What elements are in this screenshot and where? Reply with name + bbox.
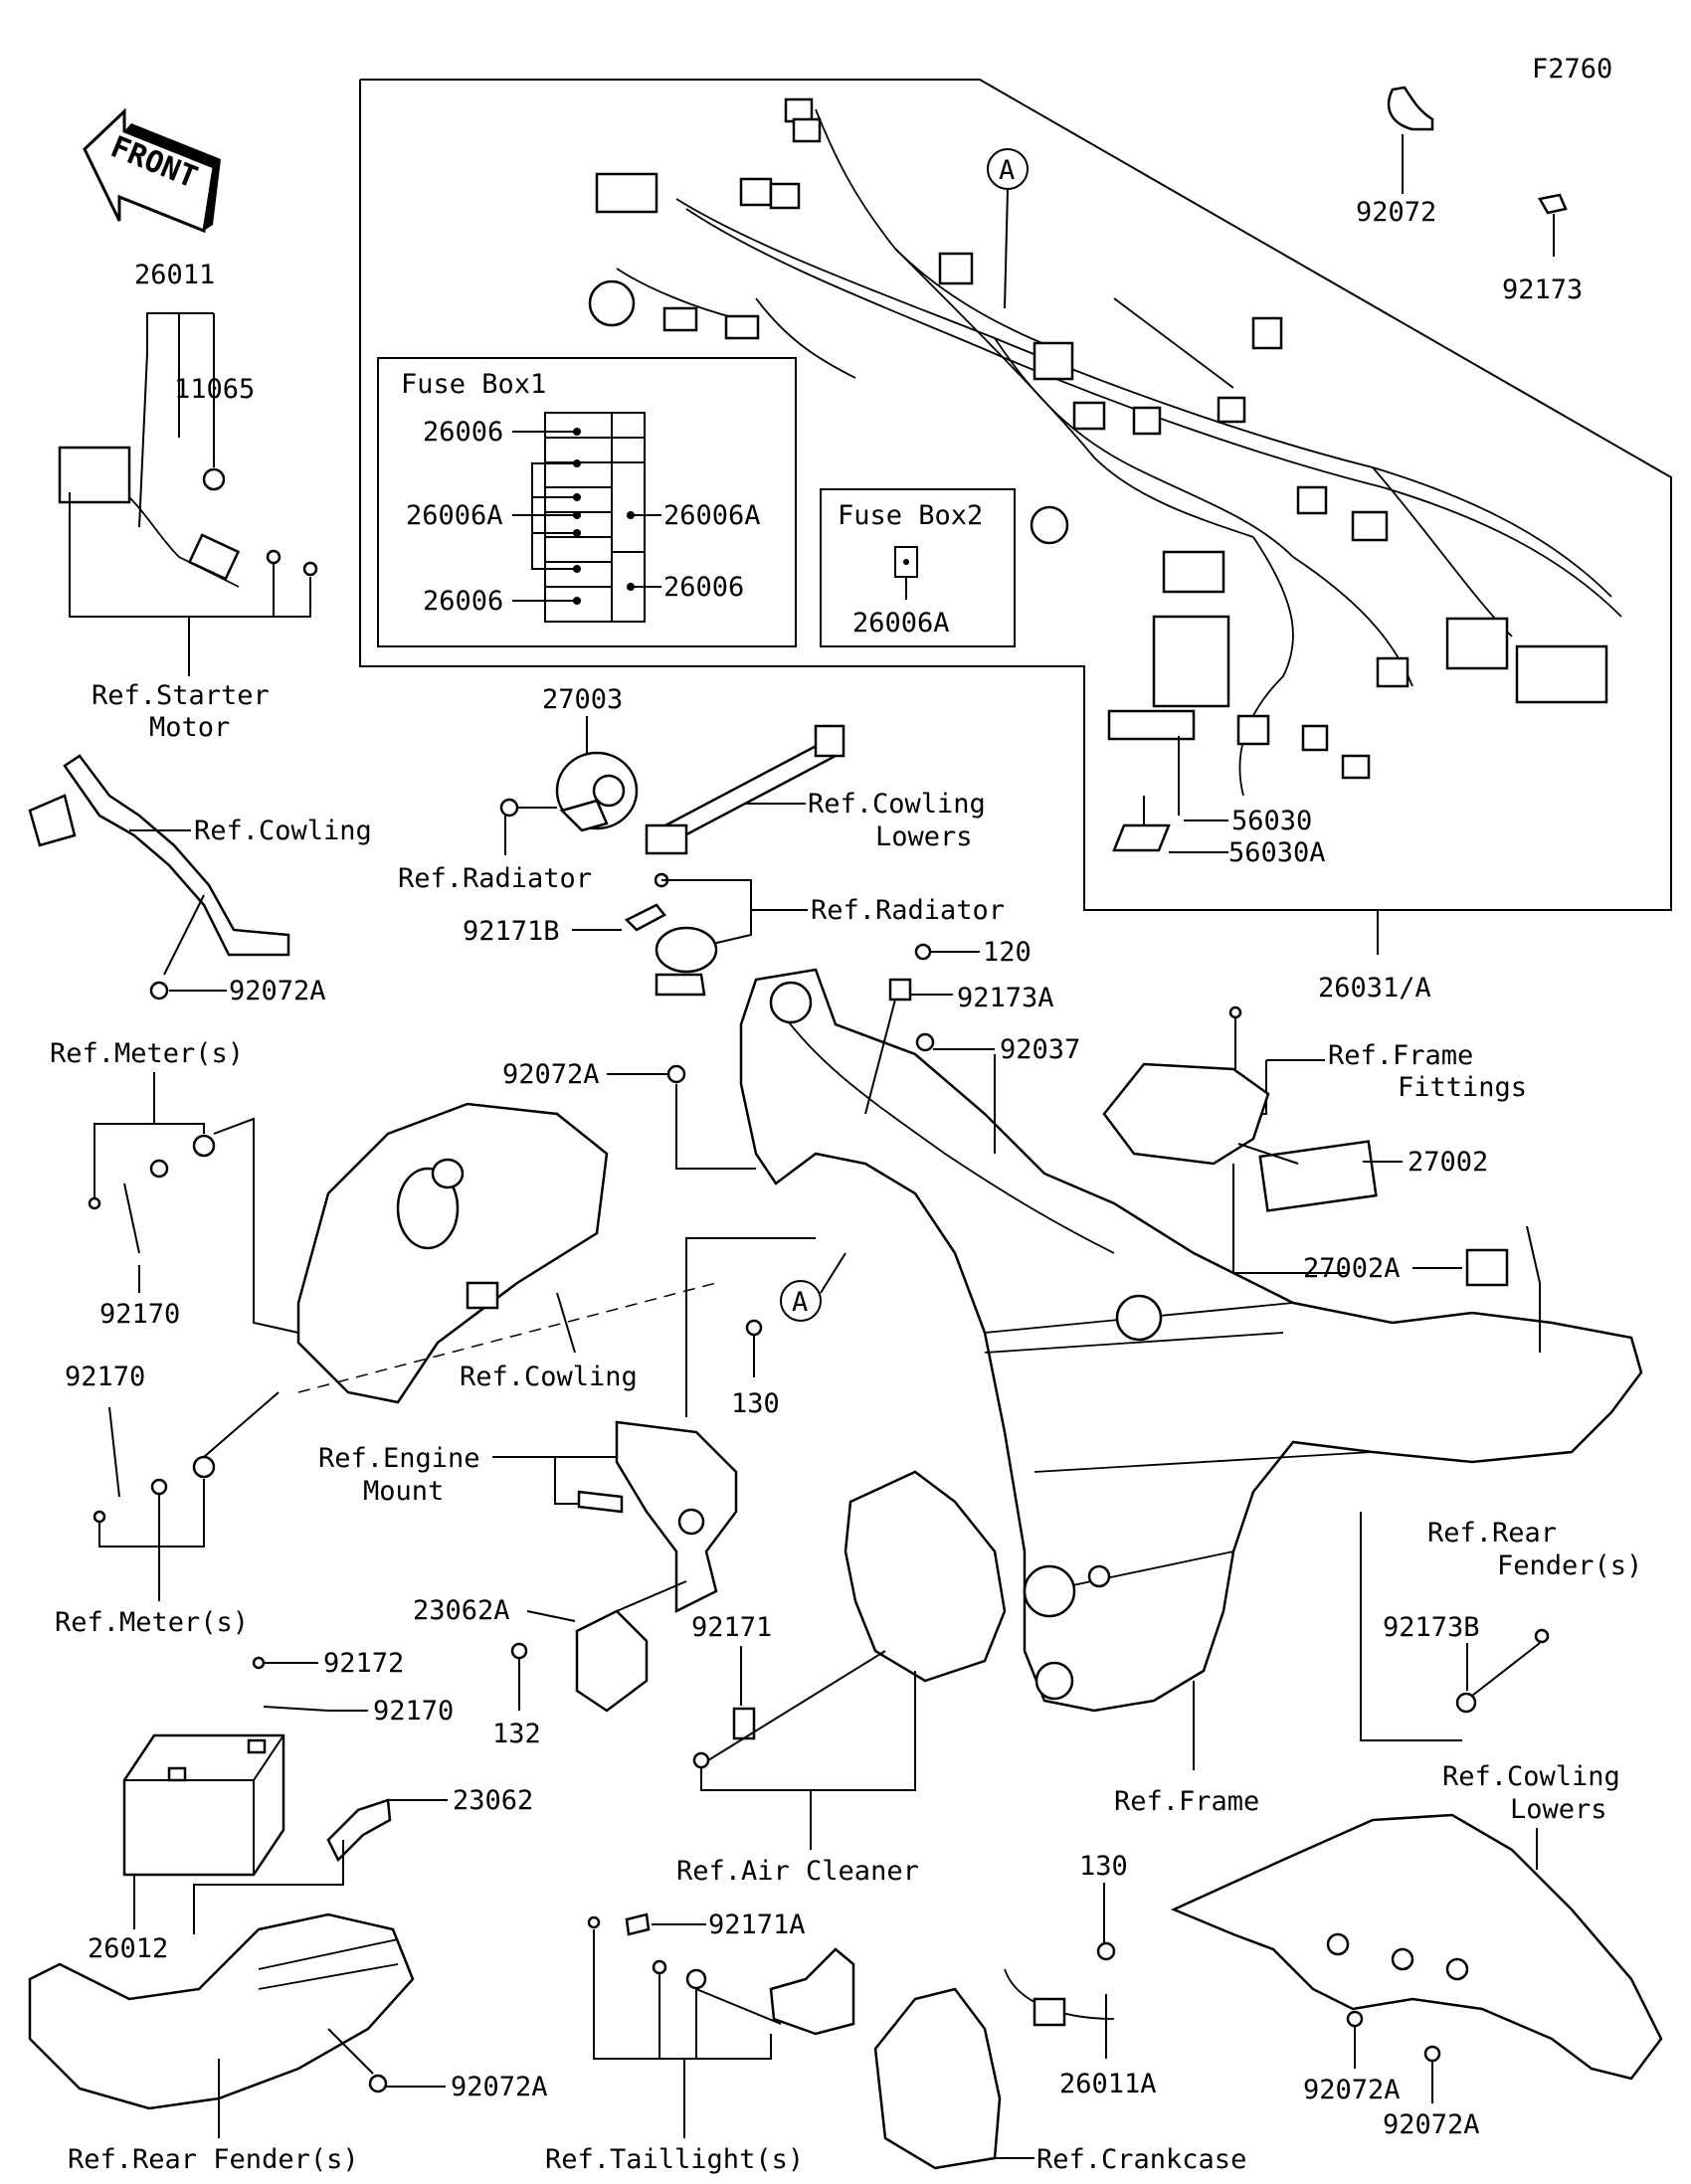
motorcycle-frame [739, 968, 1643, 1713]
fuse-box1-label-4: 26006A [663, 500, 761, 531]
air-cleaner-box-icon [844, 1470, 1007, 1683]
part-92170-2: 92170 [65, 1362, 145, 1392]
part-26011: 26011 [134, 260, 215, 290]
part-92037: 92037 [1000, 1034, 1080, 1065]
part-27002A: 27002A [1303, 1253, 1401, 1284]
fuse-box2-label: 26006A [852, 608, 950, 638]
bracket-23062A-icon [575, 1609, 649, 1713]
part-132: 132 [492, 1719, 541, 1749]
ref-frame-fittings-1: Ref.Frame [1328, 1040, 1473, 1071]
lower-cowling-icon [1170, 1813, 1663, 2081]
ecu-27002-icon [1258, 1140, 1378, 1212]
ref-starter-motor-1: Ref.Starter [92, 680, 270, 711]
part-92171B: 92171B [463, 916, 560, 947]
part-92072A-1: 92072A [229, 976, 326, 1006]
fuse-box1-label-3: 26006 [423, 586, 503, 617]
part-92072: 92072 [1356, 197, 1436, 228]
part-92170-1: 92170 [99, 1299, 180, 1330]
ref-rear-fender-top-2: Fender(s) [1497, 1550, 1642, 1581]
part-26012: 26012 [88, 1933, 168, 1964]
part-92173B: 92173B [1383, 1612, 1480, 1643]
part-92072A-2: 92072A [502, 1059, 600, 1090]
front-arrow-icon: FRONT [83, 107, 221, 234]
part-27003: 27003 [542, 684, 623, 715]
fuse-box1-label-5: 26006 [663, 572, 744, 603]
callout-a-top: A [987, 148, 1029, 309]
ref-engine-mount-1: Ref.Engine [318, 1443, 480, 1474]
clip-92173-icon [1538, 193, 1568, 215]
part-92072A-3: 92072A [451, 2072, 548, 2102]
ref-cowling-lowers-top-2: Lowers [875, 821, 973, 852]
ref-cowling-lowers-bottom-2: Lowers [1510, 1794, 1607, 1825]
fuse-box1-title: Fuse Box1 [401, 369, 546, 400]
part-26031A: 26031/A [1318, 973, 1431, 1003]
horn-icon [555, 751, 639, 832]
engine-mount-bracket-icon [577, 1420, 738, 1614]
ref-cowling-top: Ref.Cowling [194, 816, 372, 846]
ref-engine-mount-2: Mount [363, 1476, 444, 1507]
ref-meter-1: Ref.Meter(s) [50, 1038, 244, 1069]
ref-radiator-2: Ref.Radiator [811, 895, 1005, 926]
fuse-box1-label-1: 26006 [423, 417, 503, 448]
meter-cowling-icon [296, 1102, 609, 1404]
svg-text:A: A [792, 1287, 808, 1318]
ref-taillight: Ref.Taillight(s) [545, 2144, 804, 2175]
fuse-box1-panel: Fuse Box1 26006 26006A 26006 26006A [377, 357, 797, 647]
part-120: 120 [983, 937, 1032, 968]
fuse-box2-panel: Fuse Box2 26006A [820, 488, 1016, 647]
ref-meter-2: Ref.Meter(s) [55, 1607, 249, 1638]
callout-a-mid: A [780, 1252, 846, 1322]
ref-cowling-mid: Ref.Cowling [460, 1362, 638, 1392]
horn-bracket-icon [645, 724, 846, 855]
ref-starter-motor-2: Motor [149, 712, 230, 743]
main-wiring-harness [588, 97, 1622, 852]
frame-fitting-tray-icon [1102, 1062, 1270, 1166]
svg-text:A: A [999, 155, 1015, 186]
part-23062A: 23062A [413, 1595, 510, 1626]
bracket-23062-icon [326, 1798, 392, 1863]
part-92172: 92172 [323, 1648, 404, 1679]
part-26011A: 26011A [1059, 2069, 1157, 2099]
fuse-box2-title: Fuse Box2 [838, 500, 983, 531]
ref-cowling-lowers-bottom-1: Ref.Cowling [1442, 1761, 1620, 1792]
figure-code: F2760 [1532, 54, 1612, 85]
rear-fender-icon [28, 1912, 415, 2110]
part-92173A: 92173A [957, 983, 1054, 1013]
ref-frame: Ref.Frame [1114, 1786, 1259, 1817]
clamp-92072-icon [1387, 86, 1434, 131]
sensor-92171B-icon [624, 903, 718, 997]
part-92170-3: 92170 [373, 1696, 454, 1727]
starter-relay-icon [58, 446, 318, 588]
part-56030A: 56030A [1228, 837, 1326, 868]
ref-air-cleaner: Ref.Air Cleaner [676, 1856, 919, 1887]
part-130-1: 130 [731, 1388, 780, 1419]
part-130-2: 130 [1079, 1851, 1128, 1882]
crankcase-cover-icon [873, 1968, 1115, 2170]
ref-rear-fender-bottom: Ref.Rear Fender(s) [68, 2144, 359, 2175]
part-92072A-5: 92072A [1383, 2109, 1480, 2140]
ref-radiator-1: Ref.Radiator [398, 863, 592, 894]
ref-rear-fender-top-1: Ref.Rear [1427, 1518, 1557, 1548]
cowling-bracket-icon [28, 754, 290, 957]
part-27002: 27002 [1408, 1147, 1488, 1178]
fuse-box1-label-2: 26006A [406, 500, 503, 531]
part-92171A: 92171A [708, 1910, 806, 1940]
relay-27002A-icon [1465, 1248, 1509, 1287]
battery-icon [122, 1733, 285, 1877]
ref-cowling-lowers-top-1: Ref.Cowling [808, 789, 986, 819]
ref-crankcase: Ref.Crankcase [1036, 2144, 1246, 2175]
ref-frame-fittings-2: Fittings [1398, 1072, 1527, 1103]
part-92072A-4: 92072A [1303, 2075, 1401, 2105]
taillight-bracket-icon [769, 1947, 855, 2036]
part-56030: 56030 [1231, 806, 1312, 836]
part-23062: 23062 [453, 1785, 533, 1816]
part-92173: 92173 [1502, 274, 1583, 305]
part-92171: 92171 [691, 1612, 772, 1643]
